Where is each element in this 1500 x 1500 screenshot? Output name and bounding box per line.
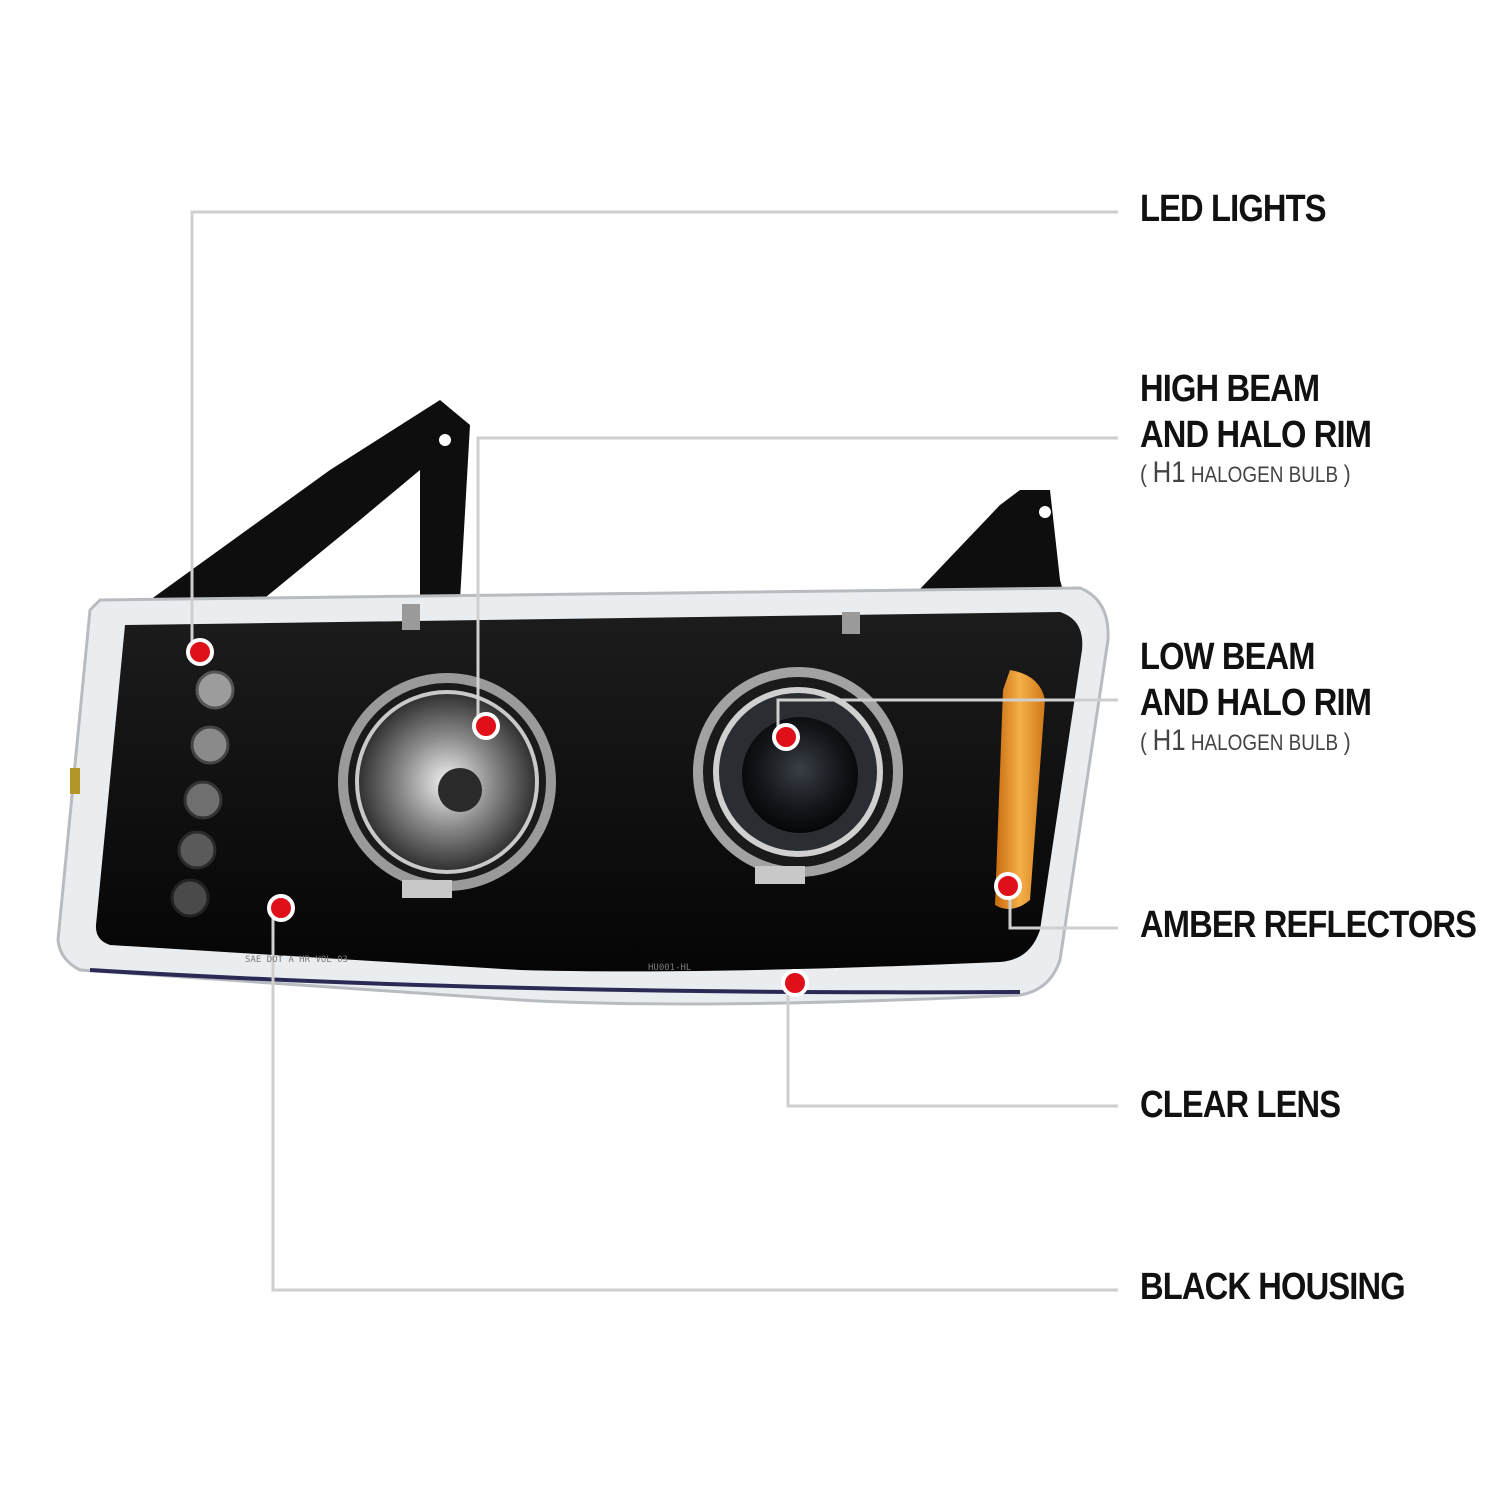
callout-dots [186, 638, 1022, 997]
callout-clear-lens: CLEAR LENS [1140, 1082, 1341, 1128]
dot-amber-reflectors [994, 872, 1022, 900]
side-tab [70, 768, 80, 794]
leader-lines [190, 210, 1118, 1292]
lens-marking-right: HU001-HL [648, 963, 691, 973]
callout-line: HIGH BEAM [1140, 368, 1320, 410]
mounting-bracket-right [900, 490, 1070, 615]
callout-note: ( H1 HALOGEN BULB ) [1140, 456, 1351, 489]
callout-black-housing: BLACK HOUSING [1140, 1264, 1406, 1310]
callout-line: CLEAR LENS [1140, 1084, 1341, 1126]
low-beam-halo [693, 667, 903, 884]
callout-line: AND HALO RIM [1140, 682, 1372, 724]
callout-line: LED LIGHTS [1140, 188, 1327, 230]
black-housing-body [95, 612, 1083, 972]
dot-high-beam [472, 712, 500, 740]
amber-reflector [995, 670, 1045, 909]
dot-low-beam [772, 723, 800, 751]
led-strip [170, 670, 235, 918]
callout-line: AMBER REFLECTORS [1140, 904, 1477, 946]
callout-line: AND HALO RIM [1140, 414, 1372, 456]
callout-led-lights: LED LIGHTS [1140, 186, 1327, 232]
top-clip-right [842, 612, 860, 634]
dot-led-lights [186, 638, 214, 666]
mounting-bracket-left [150, 400, 470, 610]
callout-amber-reflectors: AMBER REFLECTORS [1140, 902, 1477, 948]
lens-marking-left: SAE DOT A HR VOL 03 [245, 955, 348, 965]
lens-bottom-trim [89, 968, 1021, 995]
callout-line: BLACK HOUSING [1140, 1266, 1406, 1308]
callout-line: LOW BEAM [1140, 636, 1316, 678]
dot-clear-lens [781, 969, 809, 997]
top-clip-left [402, 604, 420, 630]
callout-low-beam: LOW BEAM AND HALO RIM ( H1 HALOGEN BULB … [1140, 634, 1372, 758]
dot-black-housing [267, 894, 295, 922]
callout-high-beam: HIGH BEAM AND HALO RIM ( H1 HALOGEN BULB… [1140, 366, 1372, 490]
callout-note: ( H1 HALOGEN BULB ) [1140, 724, 1351, 757]
